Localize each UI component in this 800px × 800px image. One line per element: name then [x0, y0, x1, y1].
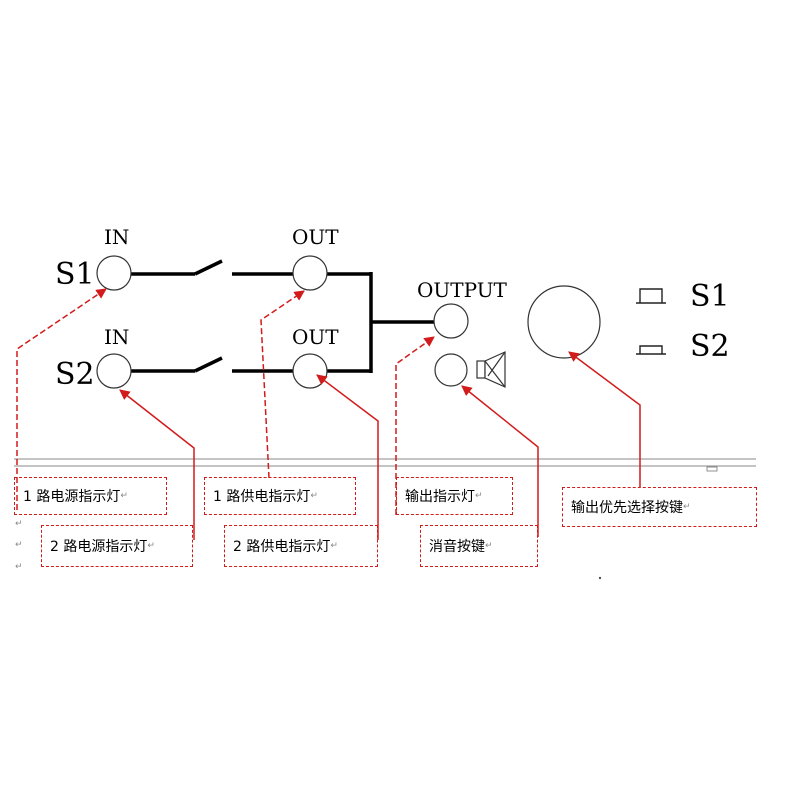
- output-indicator: [433, 303, 469, 339]
- label-s2: S2: [55, 357, 95, 392]
- legend-s1-key-icon: [639, 288, 663, 303]
- return-mark-2: ↵: [15, 540, 23, 550]
- s2-in-indicator: [96, 353, 132, 389]
- legend-s2-key-icon: [639, 345, 663, 354]
- label-in-1: IN: [104, 225, 129, 249]
- label-output: OUTPUT: [417, 278, 508, 302]
- legend-s2-label: S2: [690, 329, 730, 364]
- s2-out-indicator: [292, 353, 328, 389]
- page-rule: [14, 458, 756, 467]
- return-mark-3: ↵: [15, 562, 23, 572]
- callout-road1-supply: 1 路供电指示灯↵: [204, 477, 356, 515]
- callout-road2-power: 2 路电源指示灯↵: [41, 525, 193, 567]
- speaker-mute-icon: [476, 351, 506, 388]
- s1-out-indicator: [292, 255, 328, 291]
- label-out-1: OUT: [292, 225, 339, 249]
- circuit-wiring: [131, 259, 434, 373]
- label-in-2: IN: [104, 325, 129, 349]
- legend-s1-label: S1: [690, 279, 730, 314]
- mute-button[interactable]: [434, 353, 468, 387]
- callout-output-indicator: 输出指示灯↵: [396, 477, 513, 515]
- callout-mute-key: 消音按键↵: [420, 525, 538, 567]
- callout-road1-power: 1 路电源指示灯↵: [14, 477, 167, 515]
- s1-in-indicator: [96, 255, 132, 291]
- output-priority-button[interactable]: [527, 285, 601, 359]
- callout-road2-supply: 2 路供电指示灯↵: [224, 525, 378, 567]
- callout-priority-key: 输出优先选择按键↵: [562, 487, 757, 527]
- label-s1: S1: [55, 257, 95, 292]
- callout-leaders: [16, 288, 641, 540]
- return-mark-1: ↵: [15, 519, 23, 529]
- label-out-2: OUT: [292, 325, 339, 349]
